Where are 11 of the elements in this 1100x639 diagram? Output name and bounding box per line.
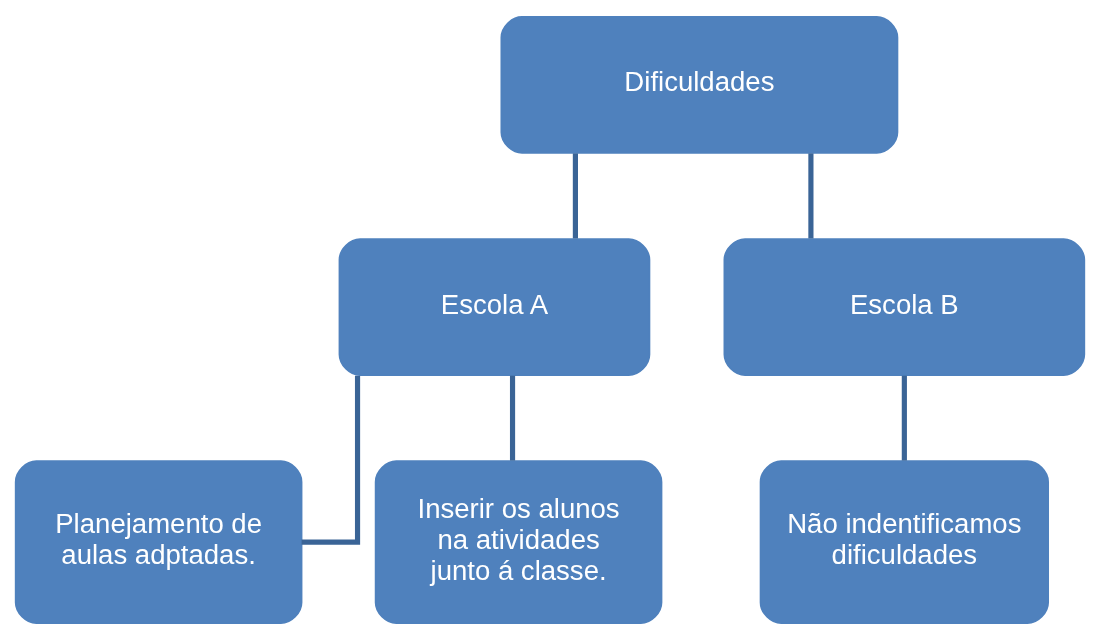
node-box: Inserir os alunos na atividades junto á classe. xyxy=(374,459,663,624)
node-box: Não indentificamos dificuldades xyxy=(759,459,1049,624)
connector xyxy=(901,375,907,461)
node-box: Dificuldades xyxy=(500,15,899,154)
connector xyxy=(808,152,814,238)
node-box: Planejamento de aulas adptadas. xyxy=(14,459,303,624)
node-box: Escola A xyxy=(338,237,651,376)
connector xyxy=(509,375,516,461)
connector xyxy=(572,152,578,238)
connector xyxy=(301,375,361,545)
node-box: Escola B xyxy=(723,237,1086,376)
